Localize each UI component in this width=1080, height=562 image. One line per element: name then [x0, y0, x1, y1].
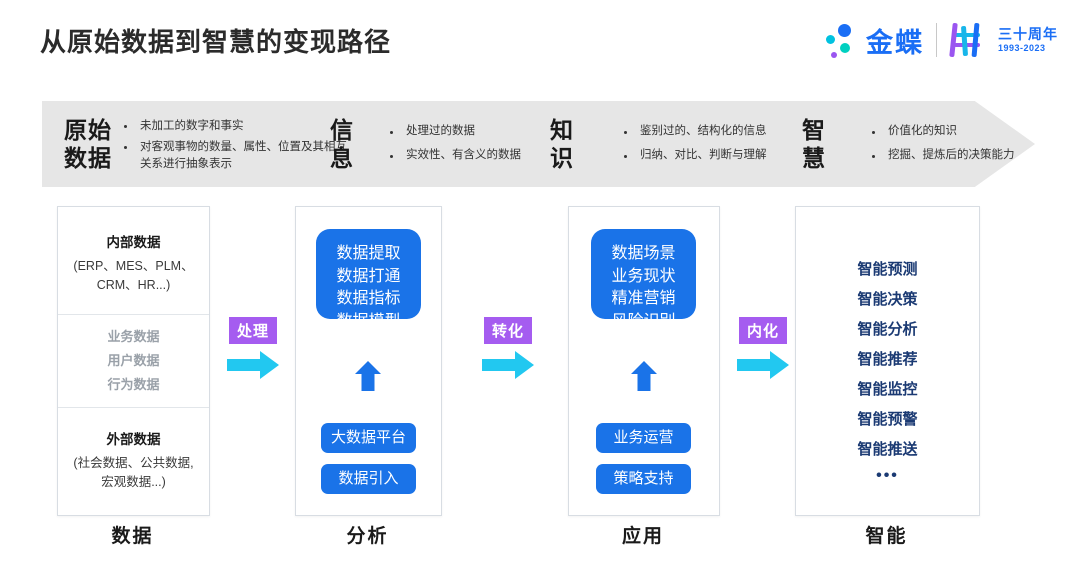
column-card-intelligence[interactable]: 智能预测 智能决策 智能分析 智能推荐 智能监控 智能预警 智能推送 ••• [795, 206, 980, 516]
column-card-analysis[interactable]: 数据提取 数据打通 数据指标 数据模型 大数据平台 数据引入 [295, 206, 442, 516]
maturity-arrow-banner [42, 101, 1035, 187]
anniversary-mark-icon [949, 22, 991, 58]
column-card-data[interactable]: 内部数据 (ERP、MES、PLM、 CRM、HR...) 业务数据 用户数据 … [57, 206, 210, 516]
column-card-application[interactable]: 数据场景 业务现状 精准营销 风险识别 业务运营 策略支持 [568, 206, 720, 516]
connector-process: 处理 [224, 317, 282, 384]
brand-name: 金蝶 [866, 27, 924, 58]
anniversary-years: 1993-2023 [998, 42, 1046, 53]
column-label-data: 数据 [111, 526, 154, 547]
column-label-intelligence: 智能 [865, 526, 908, 547]
bullet-dot-icon [390, 154, 393, 158]
banner-segments: 原始 数据 未加工的数字和事实 对客观事物的数量、属性、位置及其相互关系进行抽象… [42, 101, 1035, 187]
application-pill-2[interactable]: 策略支持 [596, 464, 691, 494]
segment-bullets: 处理过的数据 实效性、有含义的数据 [390, 120, 521, 168]
external-data-title: 外部数据 [106, 431, 161, 447]
connector-internalize: 内化 [734, 317, 792, 384]
list-item: 智能分析 [857, 321, 918, 338]
bullet-dot-icon [624, 154, 627, 158]
kingdee-logo: 金蝶 三十周年 1993-2023 [824, 18, 1058, 62]
connector-label: 处理 [228, 317, 277, 344]
data-type-list: 业务数据 用户数据 行为数据 [58, 315, 209, 407]
more-indicator: ••• [876, 467, 899, 484]
internal-data-title: 内部数据 [106, 235, 161, 250]
list-item: 智能预警 [857, 411, 918, 428]
column-label-analysis: 分析 [346, 526, 389, 547]
list-item: 智能监控 [857, 381, 918, 398]
segment-title: 知 识 [550, 116, 574, 171]
analysis-pill-1[interactable]: 大数据平台 [321, 423, 416, 453]
application-pill-1[interactable]: 业务运营 [596, 423, 691, 453]
list-item: 智能决策 [857, 291, 918, 308]
logo-divider [936, 23, 937, 57]
column-label-application: 应用 [621, 526, 664, 547]
application-main-box[interactable]: 数据场景 业务现状 精准营销 风险识别 [591, 229, 696, 330]
connector-label: 转化 [483, 317, 532, 344]
card-divider [58, 313, 209, 315]
up-arrow-icon [631, 361, 657, 396]
segment-title: 信 息 [330, 116, 354, 171]
bullet-row: 实效性、有含义的数据 [390, 144, 521, 168]
segment-title: 原始 数据 [64, 116, 112, 171]
bullet-row: 归纳、对比、判断与理解 [624, 144, 767, 168]
bullet-dot-icon [390, 130, 393, 134]
banner-segment-knowledge: 知 识 鉴别过的、结构化的信息 归纳、对比、判断与理解 [550, 101, 767, 187]
list-item: 业务数据 [107, 328, 160, 344]
list-item: 智能推荐 [857, 351, 918, 368]
logo-dots-icon [824, 21, 860, 59]
bullet-dot-icon [124, 125, 127, 129]
bullet-row: 价值化的知识 [872, 120, 1015, 144]
list-item: 智能预测 [857, 261, 918, 278]
bullet-row: 鉴别过的、结构化的信息 [624, 120, 767, 144]
bullet-row: 未加工的数字和事实 [124, 115, 350, 139]
bullet-row: 处理过的数据 [390, 120, 521, 144]
external-data-sources: (社会数据、公共数据, 宏观数据...) [73, 455, 194, 490]
analysis-pill-2[interactable]: 数据引入 [321, 464, 416, 494]
right-arrow-icon [734, 351, 792, 384]
segment-title: 智 慧 [802, 116, 826, 171]
right-arrow-icon [224, 351, 282, 384]
segment-bullets: 价值化的知识 挖掘、提炼后的决策能力 [872, 120, 1015, 168]
banner-segment-raw-data: 原始 数据 未加工的数字和事实 对客观事物的数量、属性、位置及其相互关系进行抽象… [64, 101, 350, 187]
external-data-block: 外部数据 (社会数据、公共数据, 宏观数据...) [58, 408, 209, 493]
anniversary-label: 三十周年 [998, 25, 1058, 42]
connector-label: 内化 [738, 317, 787, 344]
segment-bullets: 鉴别过的、结构化的信息 归纳、对比、判断与理解 [624, 120, 767, 168]
right-arrow-icon [479, 351, 537, 384]
anniversary-text: 三十周年 1993-2023 [998, 27, 1058, 53]
bullet-row: 挖掘、提炼后的决策能力 [872, 144, 1015, 168]
card-divider [58, 406, 209, 408]
connector-transform: 转化 [479, 317, 537, 384]
bullet-dot-icon [624, 130, 627, 134]
bullet-dot-icon [872, 130, 875, 134]
analysis-main-box[interactable]: 数据提取 数据打通 数据指标 数据模型 [316, 229, 421, 330]
list-item: 行为数据 [107, 376, 160, 392]
page-title: 从原始数据到智慧的变现路径 [40, 27, 392, 57]
internal-data-sources: (ERP、MES、PLM、 CRM、HR...) [73, 259, 194, 293]
bullet-dot-icon [872, 154, 875, 158]
intelligence-list: 智能预测 智能决策 智能分析 智能推荐 智能监控 智能预警 智能推送 ••• [796, 207, 979, 485]
segment-bullets: 未加工的数字和事实 对客观事物的数量、属性、位置及其相互关系进行抽象表示 [124, 115, 350, 174]
list-item: 用户数据 [107, 352, 160, 368]
banner-segment-wisdom: 智 慧 价值化的知识 挖掘、提炼后的决策能力 [802, 101, 1015, 187]
banner-segment-information: 信 息 处理过的数据 实效性、有含义的数据 [330, 101, 521, 187]
bullet-row: 对客观事物的数量、属性、位置及其相互关系进行抽象表示 [124, 139, 350, 174]
internal-data-block: 内部数据 (ERP、MES、PLM、 CRM、HR...) [58, 207, 209, 314]
list-item: 智能推送 [857, 441, 918, 458]
bullet-dot-icon [124, 145, 127, 149]
up-arrow-icon [355, 361, 381, 396]
